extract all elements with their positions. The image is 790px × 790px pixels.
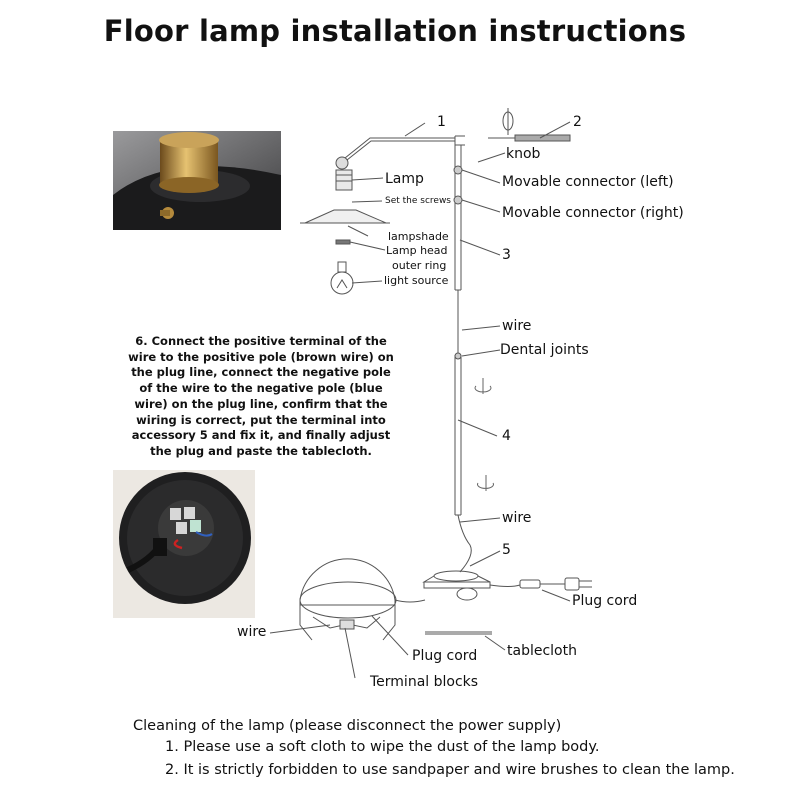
label-part-2: 2 (573, 114, 582, 130)
label-movable-left: Movable connector (left) (502, 174, 674, 190)
label-knob: knob (506, 146, 541, 162)
label-dental-joints: Dental joints (500, 342, 589, 358)
label-wire-left: wire (237, 624, 267, 640)
label-set-screws: Set the screws (385, 196, 451, 206)
label-wire-lower: wire (502, 510, 532, 526)
label-tablecloth: tablecloth (507, 643, 577, 659)
cleaning-heading: Cleaning of the lamp (please disconnect … (133, 718, 562, 734)
label-movable-right: Movable connector (right) (502, 205, 684, 221)
label-part-3: 3 (502, 247, 511, 263)
label-wire-upper: wire (502, 318, 532, 334)
cleaning-step-2: 2. It is strictly forbidden to use sandp… (165, 762, 735, 778)
label-part-4: 4 (502, 428, 511, 444)
cleaning-step-1: 1. Please use a soft cloth to wipe the d… (165, 739, 600, 755)
rotate-arrow-icon (474, 378, 494, 491)
label-part-5: 5 (502, 542, 511, 558)
label-terminal-blocks: Terminal blocks (370, 674, 479, 690)
label-plug-cord-bottom: Plug cord (412, 648, 478, 664)
label-light-source: light source (384, 274, 449, 287)
page-title: Floor lamp installation instructions (103, 14, 687, 48)
label-part-1: 1 (437, 114, 446, 130)
label-plug-cord-right: Plug cord (572, 593, 638, 609)
lamp-head-photo (113, 131, 281, 230)
pole-lines (269, 108, 592, 679)
terminal-wiring-photo (113, 470, 255, 618)
label-lamp-head: Lamp head (386, 244, 448, 257)
wiring-instruction: 6. Connect the positive terminal of the … (128, 334, 394, 458)
label-lampshade: lampshade (388, 230, 449, 243)
label-outer-ring: outer ring (392, 259, 447, 272)
label-lamp: Lamp (385, 171, 424, 187)
